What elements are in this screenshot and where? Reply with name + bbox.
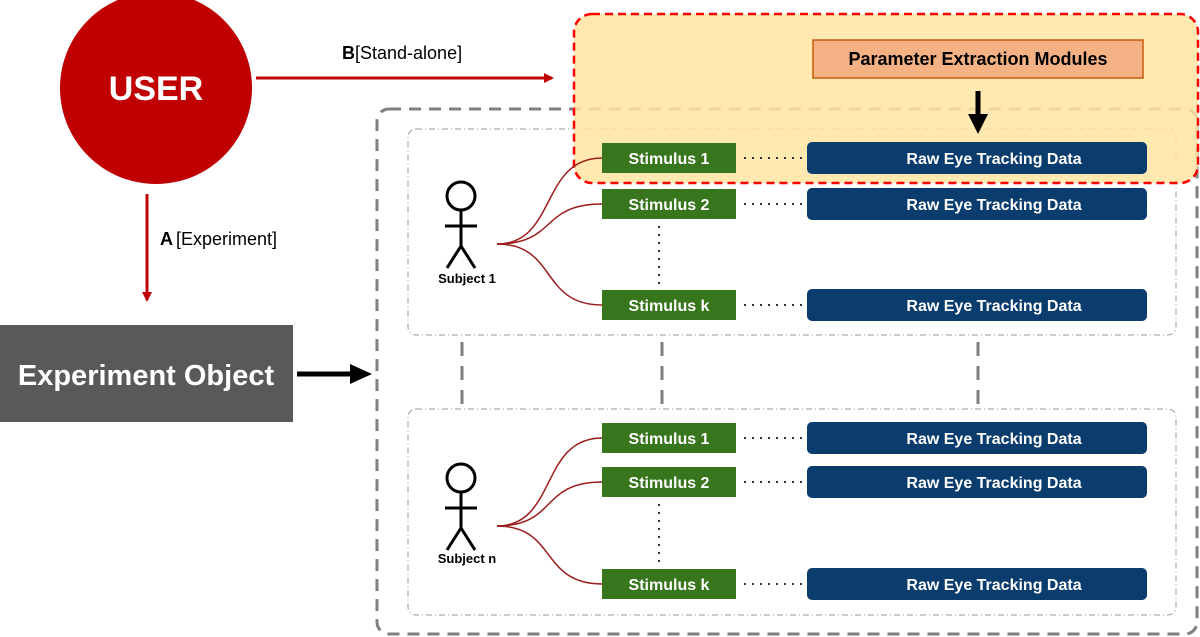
stimulus-box [602,569,736,599]
raw-data-box [807,568,1147,600]
stimulus-box [602,290,736,320]
raw-data-label: Raw Eye Tracking Data [906,151,1081,168]
stimulus-label: Stimulus 1 [629,431,710,448]
subject-1-panel [407,128,1177,336]
subject-name-label: Subject n [438,551,497,566]
parameter-extraction-label: Parameter Extraction Modules [848,49,1107,69]
subject-stimulus-branch [496,525,603,585]
path-b-text: [Stand-alone] [355,43,462,63]
stimulus-box [602,423,736,453]
subject-name-label: Subject 1 [438,271,496,286]
raw-data-label: Raw Eye Tracking Data [906,197,1081,214]
standalone-path-label: B[Stand-alone] [342,43,462,63]
stimulus-label: Stimulus 2 [629,197,710,214]
stimulus-label: Stimulus k [629,577,710,594]
subject-stimulus-branch [496,203,603,245]
stimulus-label: Stimulus 2 [629,475,710,492]
subject-group: Subject 1 Stimulus 1 Raw Eye Tracking Data… [438,142,1147,321]
raw-data-box [807,188,1147,220]
person-icon [445,180,477,269]
path-a-letter: A [160,229,173,249]
raw-data-box [807,142,1147,174]
stimulus-box [602,143,736,173]
stimulus-box [602,189,736,219]
between-subjects-connectors [460,342,980,404]
stimulus-label: Stimulus k [629,298,710,315]
raw-data-label: Raw Eye Tracking Data [906,298,1081,315]
experiment-object-label: Experiment Object [18,360,275,392]
subject-n-panel [407,408,1177,616]
subject-stimulus-branch [496,157,603,245]
raw-data-label: Raw Eye Tracking Data [906,431,1081,448]
subject-stimulus-branch [496,481,603,527]
parameter-extraction-box [812,39,1144,79]
raw-data-label: Raw Eye Tracking Data [906,475,1081,492]
raw-data-box [807,422,1147,454]
path-b-letter: B [342,43,355,63]
raw-data-box [807,289,1147,321]
user-label: USER [109,70,203,108]
experiment-object-arrowhead [350,364,372,384]
raw-data-label: Raw Eye Tracking Data [906,577,1081,594]
person-icon [445,462,477,551]
subject-stimulus-branch [496,243,603,306]
extraction-down-arrowhead [968,114,988,134]
experiment-object-box [0,325,293,422]
subject-stimulus-branch [496,437,603,527]
raw-data-box [807,466,1147,498]
user-node [60,0,252,184]
path-a-text: [Experiment] [176,229,277,249]
subjects-layer: Subject 1 Stimulus 1 Raw Eye Tracking Data… [438,142,1147,600]
experiment-container [375,107,1199,636]
subject-group: Subject n Stimulus 1 Raw Eye Tracking Data… [438,422,1147,600]
stimulus-label: Stimulus 1 [629,151,710,168]
stimulus-box [602,467,736,497]
experiment-path-label: A[Experiment] [160,229,277,249]
